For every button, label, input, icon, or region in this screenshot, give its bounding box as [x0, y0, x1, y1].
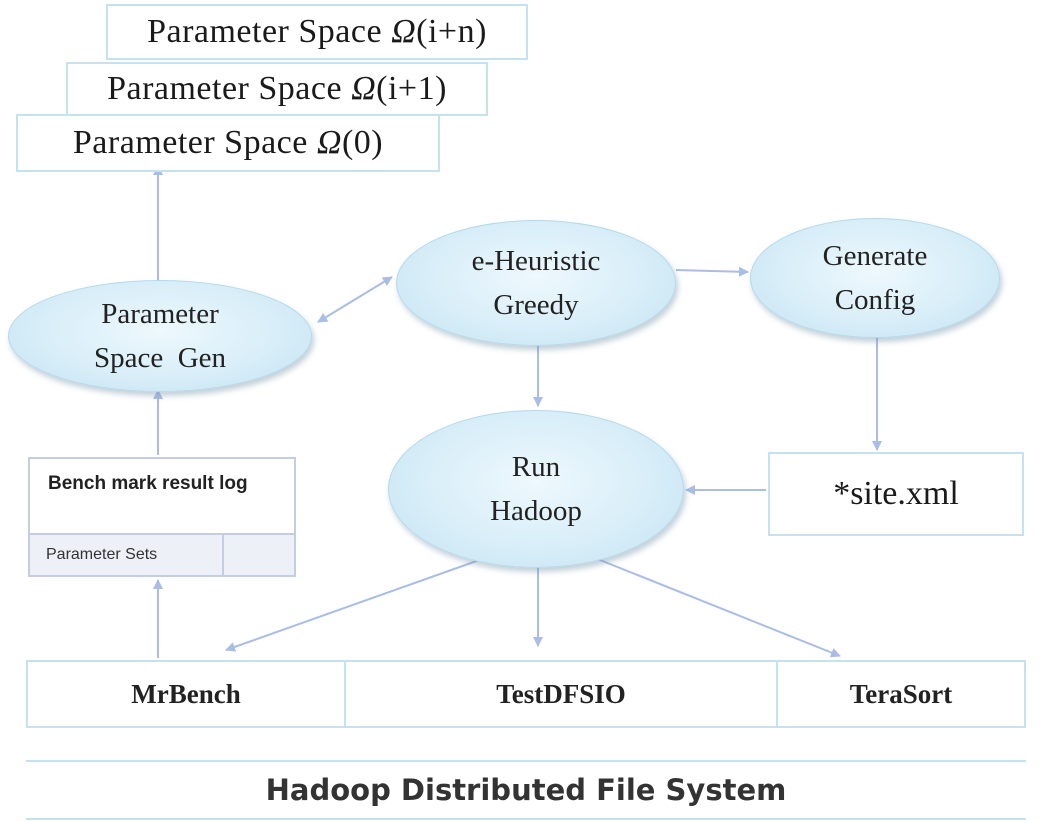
- benchmark-result-log: Bench mark result log Parameter Sets: [28, 457, 296, 577]
- arrow-run-to-mrbench: [225, 557, 486, 652]
- result-log-row: Parameter Sets: [30, 533, 294, 575]
- benchmark-divider: [776, 662, 778, 726]
- pspace-index: (i+n): [416, 13, 487, 50]
- benchmarks-row: MrBench TestDFSIO TeraSort: [26, 660, 1026, 728]
- node-line: Config: [834, 284, 916, 316]
- pspace-prefix: Parameter Space: [72, 124, 317, 161]
- arrow-gen-heuristic: [317, 276, 393, 323]
- hdfs-bottom-line: [26, 818, 1026, 820]
- parameter-space-i-plus-n: Parameter Space Ω(i+n): [106, 4, 528, 60]
- node-line: Generate: [822, 240, 928, 272]
- arrow-heuristic-to-config: [675, 266, 749, 277]
- parameter-space-0: Parameter Space Ω(0): [16, 114, 440, 172]
- node-line: Run: [511, 451, 561, 483]
- parameter-space-i-plus-1: Parameter Space Ω(i+1): [66, 62, 488, 116]
- parameter-space-gen-node: Parameter Space Gen: [8, 280, 312, 392]
- generate-config-node: Generate Config: [750, 218, 1000, 338]
- parameter-sets-cell: Parameter Sets: [46, 546, 158, 563]
- omega-symbol: Ω: [351, 70, 377, 107]
- run-hadoop-node: Run Hadoop: [388, 410, 684, 568]
- hdfs-top-line: [26, 760, 1026, 762]
- benchmark-terasort: TeraSort: [849, 678, 953, 709]
- pspace-index: (i+1): [376, 70, 447, 107]
- node-line: Hadoop: [490, 495, 582, 527]
- result-log-empty-cell: [222, 535, 294, 575]
- site-xml-box: *site.xml: [768, 452, 1024, 536]
- benchmark-mrbench: MrBench: [131, 678, 241, 709]
- node-line: Parameter: [101, 298, 219, 330]
- pspace-prefix: Parameter Space: [147, 13, 392, 50]
- omega-symbol: Ω: [316, 124, 342, 161]
- pspace-prefix: Parameter Space: [107, 70, 352, 107]
- node-line: Space Gen: [93, 342, 227, 374]
- result-log-title: Bench mark result log: [48, 473, 248, 494]
- site-xml-label: *site.xml: [833, 475, 959, 512]
- e-heuristic-greedy-node: e-Heuristic Greedy: [396, 220, 676, 346]
- arrow-run-to-terasort: [594, 557, 841, 658]
- hdfs-label: Hadoop Distributed File System: [265, 773, 787, 807]
- omega-symbol: Ω: [391, 13, 417, 50]
- node-line: Greedy: [493, 289, 579, 321]
- benchmark-divider: [344, 662, 346, 726]
- node-line: e-Heuristic: [471, 245, 601, 277]
- benchmark-testdfsio: TestDFSIO: [496, 678, 626, 709]
- pspace-index: (0): [341, 124, 384, 161]
